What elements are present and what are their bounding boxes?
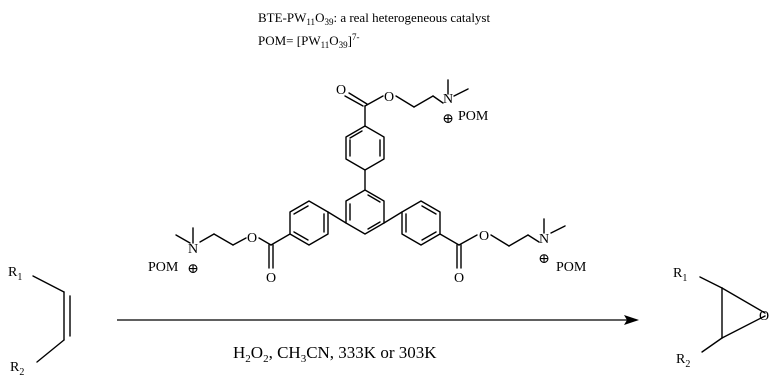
- reactant-alkene: R1 R2: [8, 265, 71, 377]
- reaction-arrow: [117, 315, 639, 325]
- caption-line-2: POM= [PW11O39]7-: [258, 32, 360, 50]
- left-ester-oxygen: O: [247, 231, 257, 246]
- top-carbonyl-oxygen: O: [336, 83, 346, 98]
- central-benzene-ring: [345, 189, 385, 235]
- caption-line-1: BTE-PW11O39: a real heterogeneous cataly…: [258, 10, 490, 27]
- right-carbonyl-oxygen: O: [454, 271, 464, 286]
- right-charge-icon: ⊕: [538, 252, 550, 267]
- reactant-r1-label: R1: [8, 265, 22, 283]
- product-r1-label: R1: [673, 266, 687, 284]
- left-arm: [175, 200, 347, 269]
- right-pom-label: POM: [556, 260, 587, 275]
- top-charge-icon: ⊕: [442, 112, 454, 127]
- left-nitrogen: N: [188, 242, 198, 257]
- reactant-r2-label: R2: [10, 360, 24, 377]
- right-nitrogen: N: [539, 232, 549, 247]
- top-arm: [344, 79, 469, 191]
- reaction-conditions: H2O2, CH3CN, 333K or 303K: [233, 343, 437, 365]
- top-pom-label: POM: [458, 109, 489, 124]
- left-pom-label: POM: [148, 260, 179, 275]
- product-r2-label: R2: [676, 352, 690, 370]
- top-ester-oxygen: O: [384, 90, 394, 105]
- product-epoxide-oxygen: O: [759, 309, 769, 324]
- right-ester-oxygen: O: [479, 229, 489, 244]
- left-carbonyl-oxygen: O: [266, 271, 276, 286]
- right-arm: [383, 200, 566, 269]
- catalyst-structure: O O N ⊕ POM O O N ⊕ POM O O N ⊕ POM: [148, 79, 587, 286]
- top-nitrogen: N: [443, 92, 453, 107]
- product-epoxide: R1 R2 O: [673, 266, 769, 370]
- left-charge-icon: ⊕: [187, 262, 199, 277]
